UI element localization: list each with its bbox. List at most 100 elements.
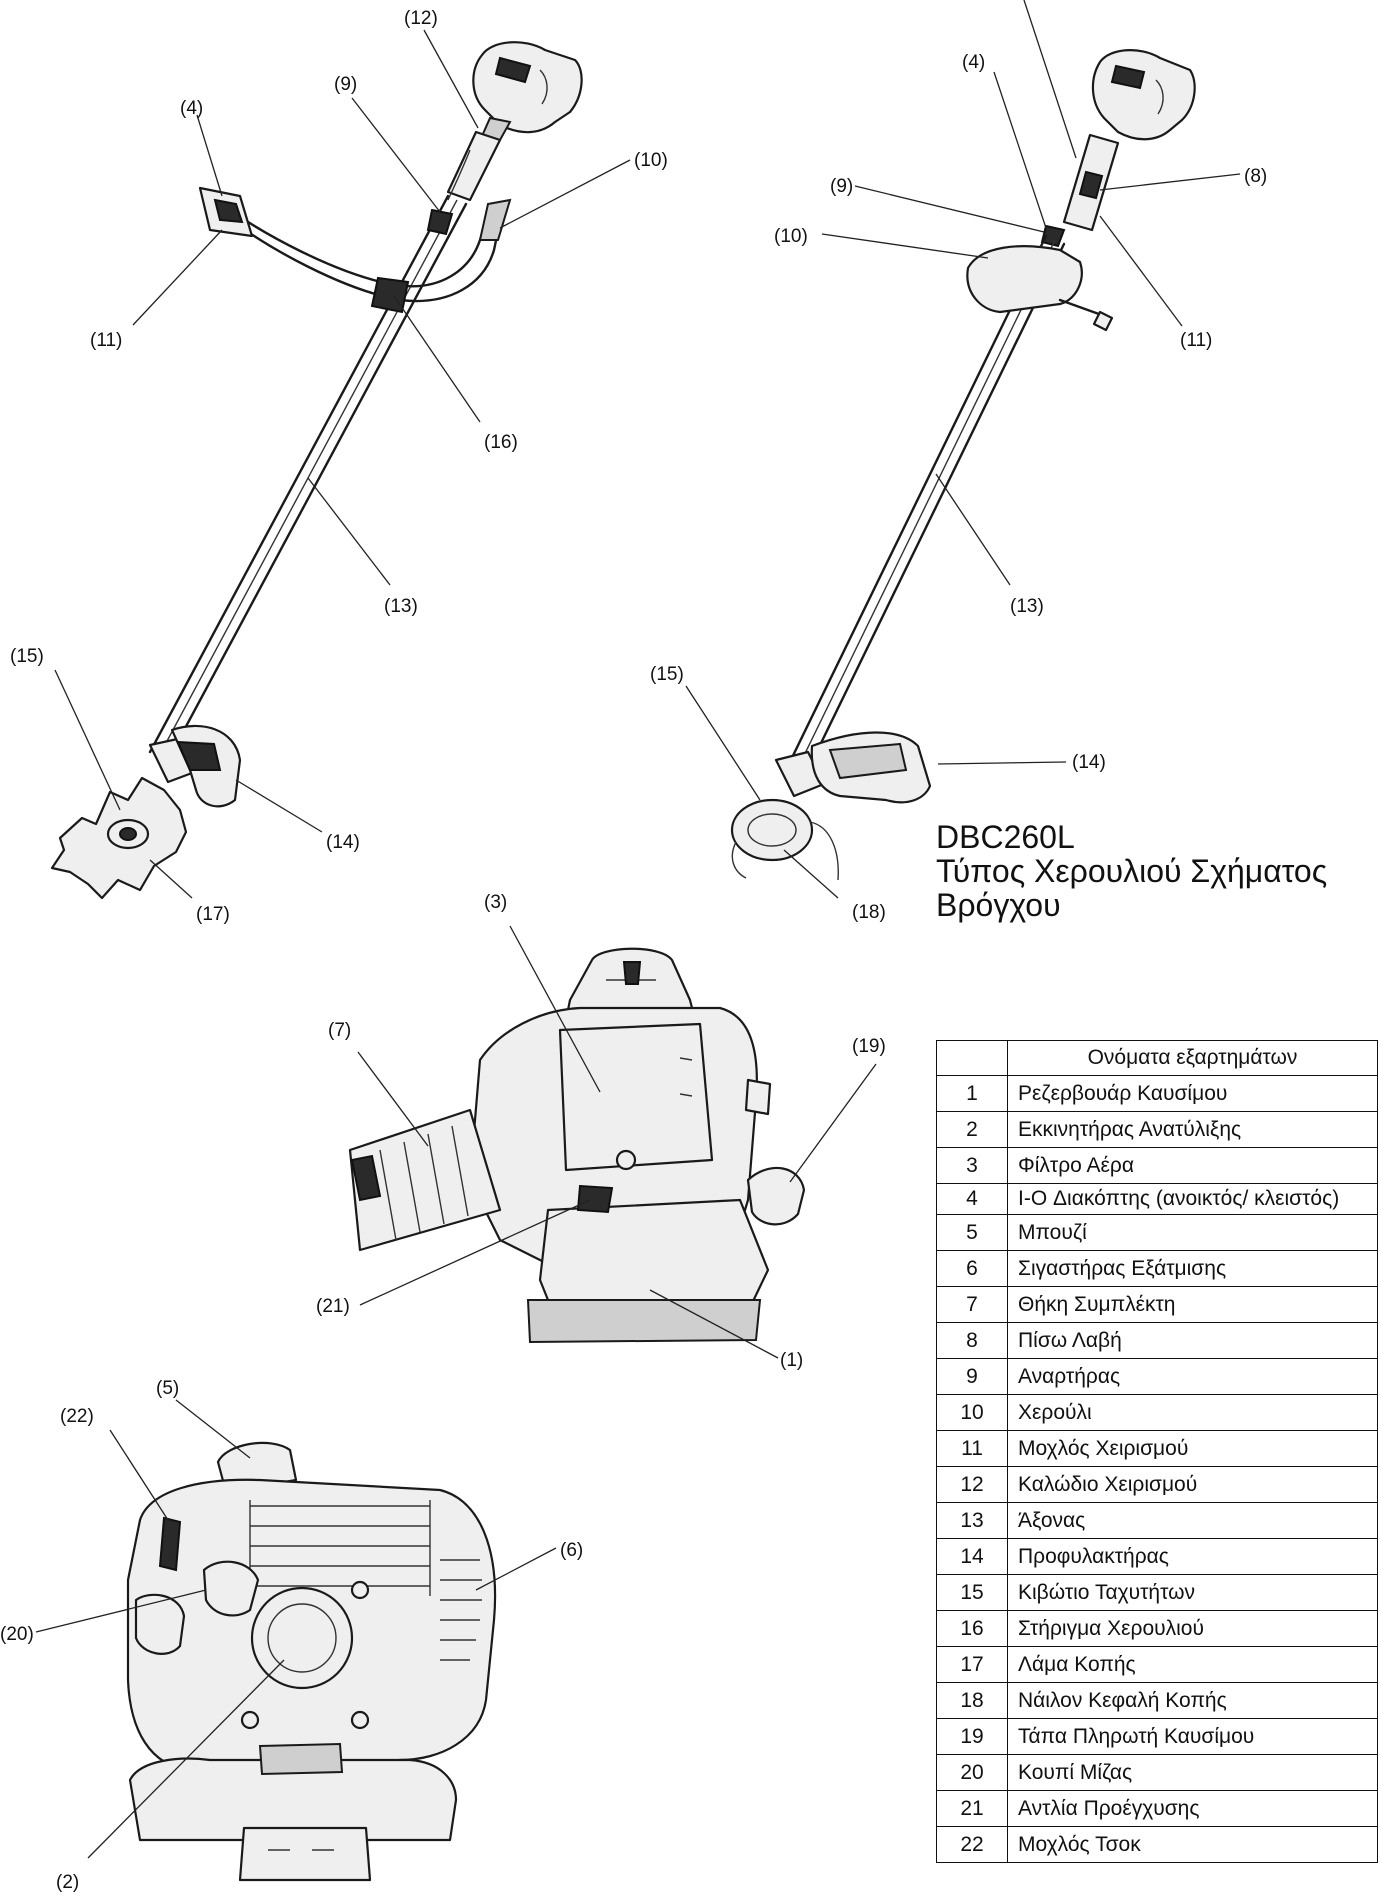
part-name: Πίσω Λαβή bbox=[1007, 1322, 1378, 1359]
callout-18-right: (18) bbox=[852, 902, 886, 923]
left-trimmer-illustration bbox=[50, 41, 583, 900]
callout-4-left: (4) bbox=[180, 98, 203, 119]
part-number: 11 bbox=[936, 1430, 1008, 1467]
part-name: I-O Διακόπτης (ανοικτός/ κλειστός) bbox=[1007, 1183, 1378, 1215]
callout-13-left: (13) bbox=[384, 596, 418, 617]
part-name: Προφυλακτήρας bbox=[1007, 1538, 1378, 1575]
part-name: Ρεζερβουάρ Καυσίμου bbox=[1007, 1075, 1378, 1112]
model-code: DBC260L bbox=[936, 819, 1075, 855]
callout-22-front: (22) bbox=[60, 1406, 94, 1427]
part-name: Φίλτρο Αέρα bbox=[1007, 1147, 1378, 1184]
part-name: Μοχλός Χειρισμού bbox=[1007, 1430, 1378, 1467]
callout-10-left: (10) bbox=[634, 150, 668, 171]
part-number: 3 bbox=[936, 1147, 1008, 1184]
header-part-name: Ονόματα εξαρτημάτων bbox=[1007, 1040, 1378, 1076]
part-number: 16 bbox=[936, 1610, 1008, 1647]
callout-5-front: (5) bbox=[156, 1378, 179, 1399]
part-number: 21 bbox=[936, 1790, 1008, 1827]
callout-20-front: (20) bbox=[0, 1624, 34, 1645]
callout-17-left: (17) bbox=[196, 904, 230, 925]
part-name: Εκκινητήρας Ανατύλιξης bbox=[1007, 1111, 1378, 1148]
callout-9-left: (9) bbox=[334, 74, 357, 95]
callout-14-left: (14) bbox=[326, 832, 360, 853]
part-number: 20 bbox=[936, 1754, 1008, 1791]
part-number: 6 bbox=[936, 1250, 1008, 1287]
callout-11-right: (11) bbox=[1180, 330, 1212, 351]
callout-13-right: (13) bbox=[1010, 596, 1044, 617]
parts-table-header: Ονόματα εξαρτημάτων bbox=[936, 1040, 1378, 1076]
engine-front-illustration bbox=[126, 1441, 497, 1882]
callout-9-right: (9) bbox=[830, 176, 853, 197]
part-name: Μπουζί bbox=[1007, 1214, 1378, 1251]
model-description-line1: Τύπος Χερουλιού Σχήματος bbox=[936, 853, 1328, 889]
model-title: DBC260L Τύπος Χερουλιού Σχήματος Βρόγχου bbox=[936, 820, 1327, 922]
part-number: 18 bbox=[936, 1682, 1008, 1719]
part-name: Λάμα Κοπής bbox=[1007, 1646, 1378, 1683]
part-number: 2 bbox=[936, 1111, 1008, 1148]
callout-6-front: (6) bbox=[560, 1540, 583, 1561]
callout-10-right: (10) bbox=[774, 226, 808, 247]
callout-3-engine: (3) bbox=[484, 892, 507, 913]
callout-14-right: (14) bbox=[1072, 752, 1106, 773]
part-name: Αναρτήρας bbox=[1007, 1358, 1378, 1395]
callout-21-engine: (21) bbox=[316, 1296, 350, 1317]
callout-19-engine: (19) bbox=[852, 1036, 886, 1057]
part-name: Νάιλον Κεφαλή Κοπής bbox=[1007, 1682, 1378, 1719]
part-name: Τάπα Πληρωτή Καυσίμου bbox=[1007, 1718, 1378, 1755]
right-engine-head bbox=[1091, 49, 1196, 141]
callout-4-right: (4) bbox=[962, 52, 985, 73]
part-name: Στήριγμα Χερουλιού bbox=[1007, 1610, 1378, 1647]
header-number bbox=[936, 1040, 1008, 1076]
callout-7-engine: (7) bbox=[328, 1020, 351, 1041]
part-number: 14 bbox=[936, 1538, 1008, 1575]
part-name: Θήκη Συμπλέκτη bbox=[1007, 1286, 1378, 1323]
part-number: 15 bbox=[936, 1574, 1008, 1611]
right-trimmer-illustration bbox=[730, 49, 1196, 881]
part-number: 4 bbox=[936, 1183, 1008, 1215]
part-number: 13 bbox=[936, 1502, 1008, 1539]
part-number: 8 bbox=[936, 1322, 1008, 1359]
part-name: Άξονας bbox=[1007, 1502, 1378, 1539]
model-description-line2: Βρόγχου bbox=[936, 887, 1061, 923]
engine-side-illustration bbox=[348, 947, 806, 1344]
part-name: Σιγαστήρας Εξάτμισης bbox=[1007, 1250, 1378, 1287]
part-number: 17 bbox=[936, 1646, 1008, 1683]
callout-2-front: (2) bbox=[56, 1872, 79, 1893]
part-number: 19 bbox=[936, 1718, 1008, 1755]
callout-12-left: (12) bbox=[404, 8, 438, 29]
part-name: Αντλία Προέγχυσης bbox=[1007, 1790, 1378, 1827]
part-name: Μοχλός Τσοκ bbox=[1007, 1826, 1378, 1863]
part-name: Κουπί Μίζας bbox=[1007, 1754, 1378, 1791]
part-number: 10 bbox=[936, 1394, 1008, 1431]
callout-16-left: (16) bbox=[484, 432, 518, 453]
part-number: 9 bbox=[936, 1358, 1008, 1395]
part-number: 7 bbox=[936, 1286, 1008, 1323]
part-number: 5 bbox=[936, 1214, 1008, 1251]
left-engine-head bbox=[472, 41, 583, 142]
callout-8-right: (8) bbox=[1244, 166, 1267, 187]
